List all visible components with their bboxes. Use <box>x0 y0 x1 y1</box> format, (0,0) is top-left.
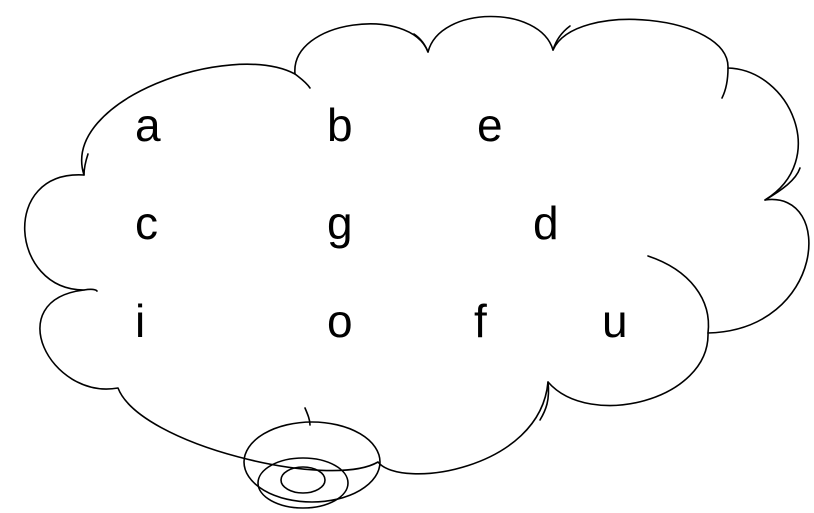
letter-u: u <box>602 295 628 347</box>
cloud-crease-left-lower <box>83 288 98 292</box>
trail-bubble-large <box>243 421 381 503</box>
letter-a: a <box>135 99 161 151</box>
cloud-crease-bottom-right <box>539 381 550 421</box>
trail-bubble-medium <box>257 457 349 509</box>
letter-f: f <box>474 295 487 347</box>
cloud-crease-top-left <box>294 73 311 89</box>
cloud-crease-right-upper <box>764 167 801 201</box>
cloud-crease-top-right <box>552 25 571 51</box>
cloud-crease-top-mid <box>413 33 429 53</box>
letter-i: i <box>135 295 145 347</box>
letter-g: g <box>327 197 353 249</box>
cloud-crease-right-lower <box>647 255 710 334</box>
letter-b: b <box>327 99 353 151</box>
cloud-crease-upper-right <box>721 67 729 99</box>
letter-d: d <box>533 197 559 249</box>
cloud-crease-left-upper <box>83 153 89 176</box>
letter-c: c <box>135 197 158 249</box>
letter-o: o <box>327 295 353 347</box>
letter-e: e <box>477 99 503 151</box>
cloud-crease-bottom <box>304 407 311 426</box>
trail-bubble-small <box>280 466 326 494</box>
